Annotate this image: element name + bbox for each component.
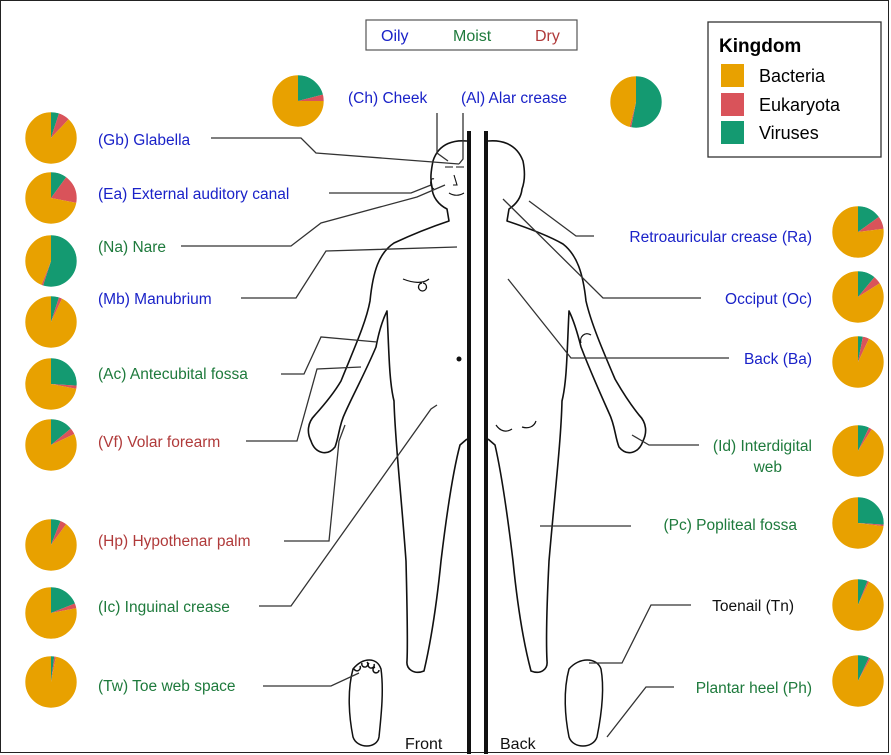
pie-chart-ea <box>25 172 77 224</box>
leader-line-ba <box>508 279 729 358</box>
front-navel <box>457 357 462 362</box>
site-label-ac: (Ac) Antecubital fossa <box>98 366 248 383</box>
pie-chart-al <box>610 76 662 128</box>
pie-chart-ch <box>272 75 324 127</box>
site-label-ic: (Ic) Inguinal crease <box>98 599 230 616</box>
site-label-gb: (Gb) Glabella <box>98 132 191 149</box>
site-label-id-line1: (Id) Interdigital <box>713 438 812 455</box>
leader-line-ch <box>437 113 448 161</box>
site-label-al: (Al) Alar crease <box>461 90 567 107</box>
legend-moist: Moist <box>453 28 492 45</box>
leader-line-gb <box>211 138 459 164</box>
pie-chart-ra <box>832 206 884 258</box>
site-label-hp: (Hp) Hypothenar palm <box>98 533 250 550</box>
pie-chart-tn <box>832 579 884 631</box>
viruses-swatch <box>721 121 744 144</box>
pie-chart-ac <box>25 358 77 410</box>
site-label-pc: (Pc) Popliteal fossa <box>663 517 797 534</box>
kingdom-legend-title: Kingdom <box>719 36 801 57</box>
site-label-ba: Back (Ba) <box>744 351 812 368</box>
legend-dry: Dry <box>535 28 560 45</box>
site-label-na: (Na) Nare <box>98 239 166 256</box>
front-view-label: Front <box>405 736 443 753</box>
back-buttocks-crease <box>496 421 536 431</box>
pie-chart-oc <box>832 271 884 323</box>
front-back-divider <box>469 131 486 754</box>
pie-chart-tw <box>25 656 77 708</box>
pie-chart-vf <box>25 419 77 471</box>
pie-chart-hp <box>25 519 77 571</box>
front-left-foot <box>349 660 382 746</box>
site-label-ea: (Ea) External auditory canal <box>98 186 289 203</box>
leader-line-oc <box>503 199 701 298</box>
legend-oily: Oily <box>381 28 409 45</box>
site-label-tn: Toenail (Tn) <box>712 598 794 615</box>
back-shoulder-blade <box>581 334 591 343</box>
site-label-tw: (Tw) Toe web space <box>98 678 236 695</box>
kingdom-bacteria-label: Bacteria <box>759 66 826 86</box>
site-label-mb: (Mb) Manubrium <box>98 291 212 308</box>
bacteria-swatch <box>721 64 744 87</box>
leader-line-tw <box>263 673 359 686</box>
site-label-oc: Occiput (Oc) <box>725 291 812 308</box>
leader-line-al <box>459 113 463 164</box>
pie-chart-ic <box>25 587 77 639</box>
site-label-id-line2: web <box>753 459 782 476</box>
environment-legend: Oily Moist Dry <box>366 20 577 50</box>
leader-line-ic <box>259 405 437 606</box>
pie-chart-ph <box>832 655 884 707</box>
kingdom-legend: Kingdom Bacteria Eukaryota Viruses <box>708 22 881 157</box>
leader-line-tn <box>589 605 691 663</box>
site-label-id: (Id) Interdigital web <box>713 438 812 476</box>
kingdom-viruses-label: Viruses <box>759 123 819 143</box>
pie-slice-ac-viruses <box>51 358 77 386</box>
pie-chart-pc <box>832 497 884 549</box>
leader-line-ph <box>607 687 674 737</box>
leader-line-ea <box>329 185 431 193</box>
eukaryota-swatch <box>721 93 744 116</box>
kingdom-eukaryota-label: Eukaryota <box>759 95 841 115</box>
site-labels: (Ch) Cheek (Al) Alar crease (Gb) Glabell… <box>98 90 812 697</box>
leader-lines <box>181 113 729 737</box>
back-body-outline <box>488 141 646 672</box>
site-label-ch: (Ch) Cheek <box>348 90 427 107</box>
back-view-label: Back <box>500 736 537 753</box>
pie-chart-na <box>25 235 77 287</box>
site-label-ph: Plantar heel (Ph) <box>696 680 812 697</box>
front-chest-detail <box>403 279 429 291</box>
front-face-detail <box>431 167 464 195</box>
site-label-ra: Retroauricular crease (Ra) <box>629 229 812 246</box>
site-label-vf: (Vf) Volar forearm <box>98 434 220 451</box>
pie-chart-ba <box>832 336 884 388</box>
back-right-foot <box>565 660 602 746</box>
pie-chart-gb <box>25 112 77 164</box>
pie-slice-pc-viruses <box>858 497 884 525</box>
pie-chart-mb <box>25 296 77 348</box>
leader-line-ra <box>529 201 594 236</box>
pie-chart-id <box>832 425 884 477</box>
